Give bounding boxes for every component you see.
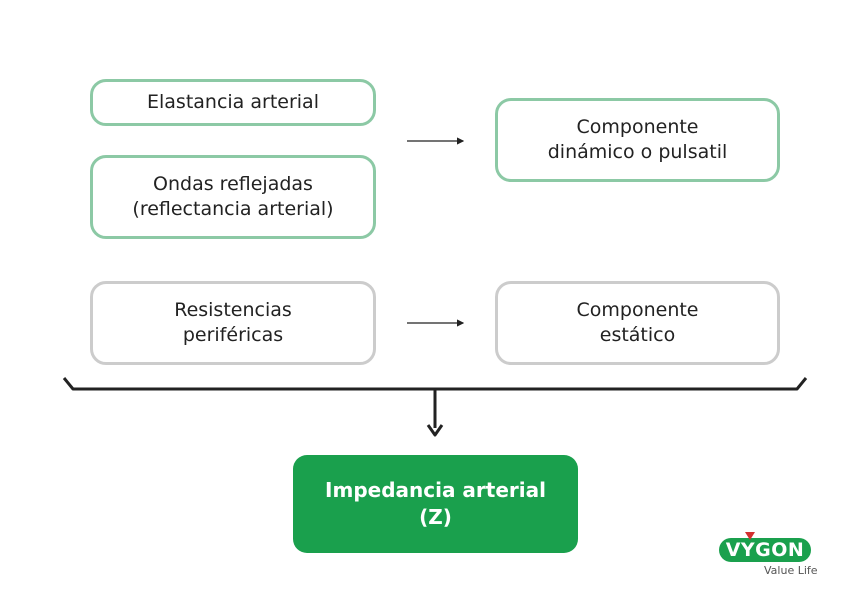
- input-box-ondas-reflejadas-label: Ondas reflejadas (reflectancia arterial): [132, 173, 334, 220]
- component-box-estatico-label: Componente estático: [576, 299, 699, 346]
- arrow-to-result-head: [426, 424, 444, 437]
- input-box-ondas-reflejadas: Ondas reflejadas (reflectancia arterial): [90, 155, 376, 239]
- component-box-dinamico-label: Componente dinámico o pulsatil: [547, 116, 728, 163]
- result-box-impedancia: Impedancia arterial (Z): [293, 455, 578, 553]
- vygon-logo: VYGON: [719, 532, 811, 564]
- input-box-elastancia-label: Elastancia arterial: [147, 91, 319, 113]
- grouping-bracket: [62, 377, 808, 391]
- logo-tagline: Value Life: [764, 564, 818, 577]
- input-box-resistencias: Resistencias periféricas: [90, 281, 376, 365]
- logo-badge: [719, 538, 811, 562]
- logo-triangle-icon: [745, 532, 755, 540]
- result-box-impedancia-label: Impedancia arterial (Z): [325, 478, 546, 529]
- component-box-dinamico: Componente dinámico o pulsatil: [495, 98, 780, 182]
- input-box-elastancia: Elastancia arterial: [90, 79, 376, 126]
- component-box-estatico: Componente estático: [495, 281, 780, 365]
- input-box-resistencias-label: Resistencias periféricas: [174, 299, 292, 346]
- logo-brand: VYGON: [725, 539, 805, 561]
